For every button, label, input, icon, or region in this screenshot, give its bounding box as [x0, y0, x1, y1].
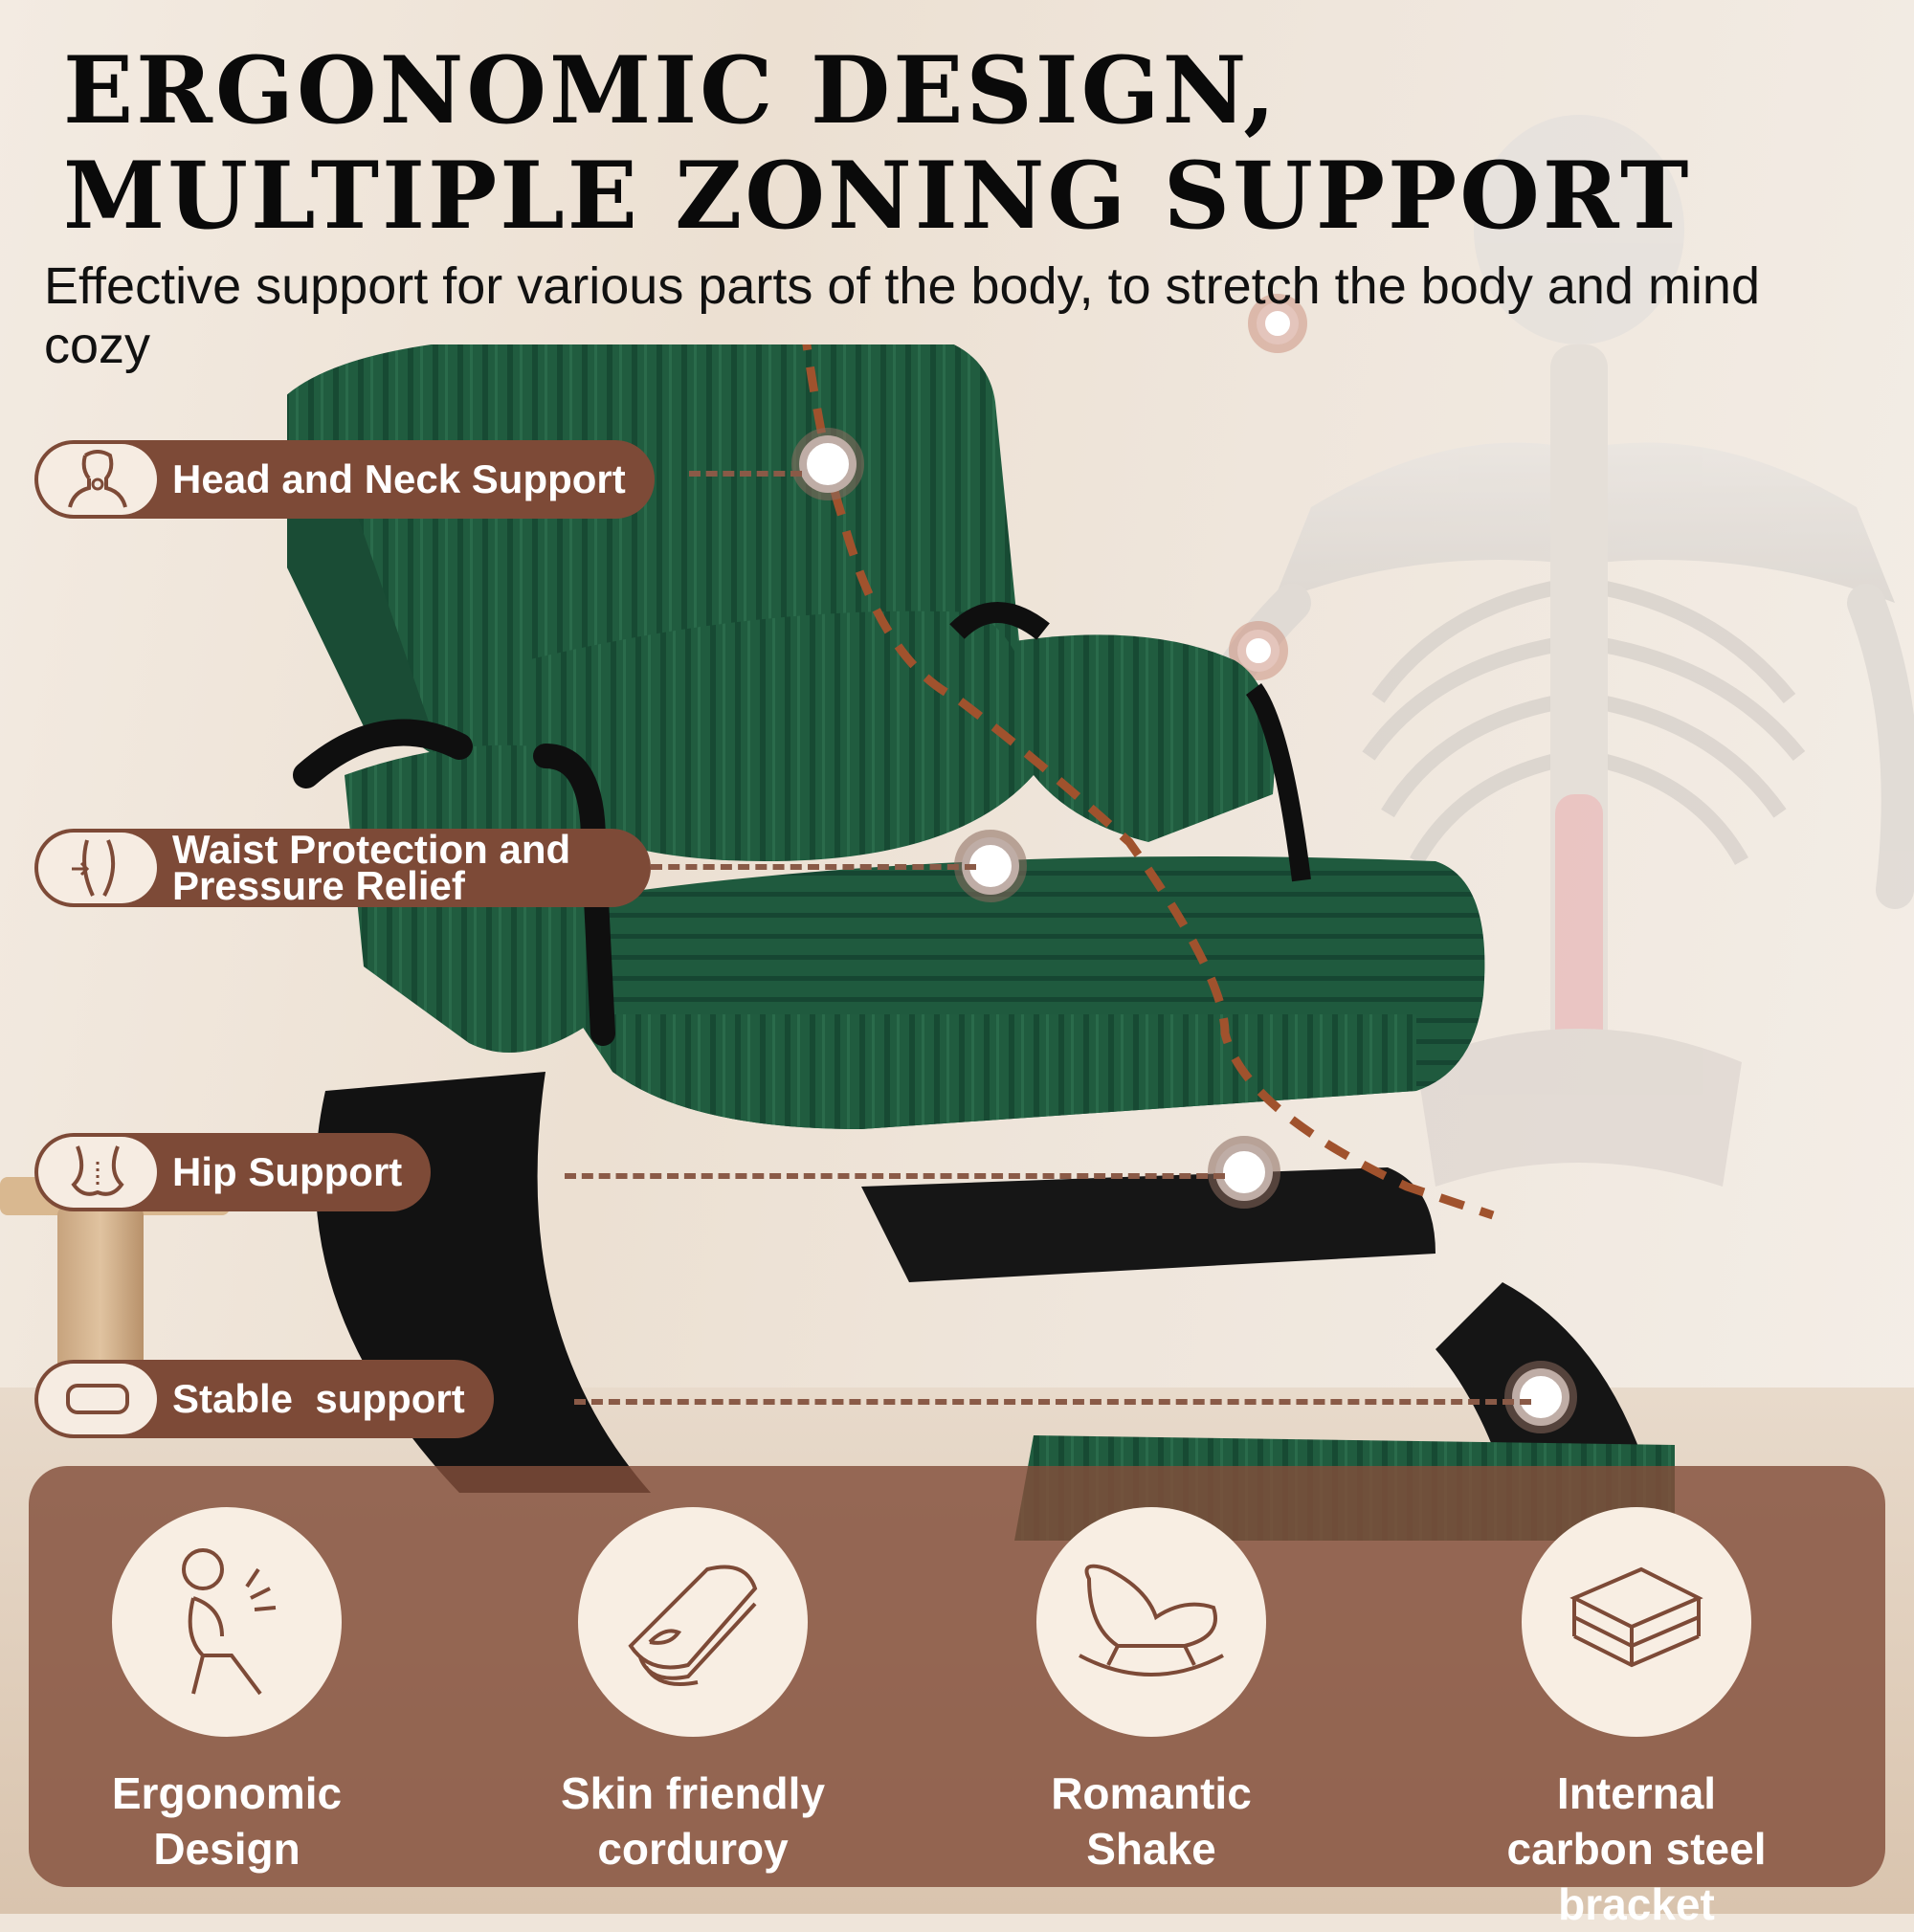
- page-subtitle: Effective support for various parts of t…: [44, 257, 1760, 374]
- support-label-head-neck: Head and Neck Support: [34, 440, 655, 519]
- feature-label: Romantic Shake: [1051, 1768, 1252, 1874]
- leader-line: [565, 1173, 1225, 1179]
- support-label-stable: Stable support: [34, 1360, 494, 1438]
- skeleton-illustration: [1148, 115, 1914, 1187]
- hip-icon: [38, 1137, 157, 1208]
- support-label-text: Head and Neck Support: [172, 456, 626, 501]
- feature-corduroy: Skin friendly corduroy: [535, 1507, 851, 1876]
- leader-line: [689, 471, 802, 477]
- leader-line: [574, 1399, 1531, 1405]
- steel-frame-icon: [1522, 1507, 1751, 1737]
- leader-line: [651, 864, 976, 870]
- support-label-hip: Hip Support: [34, 1133, 432, 1211]
- head-neck-icon: [38, 444, 157, 515]
- ergonomic-person-icon: [112, 1507, 342, 1737]
- waist-icon: [38, 833, 157, 903]
- feature-ergonomic-design: Ergonomic Design: [69, 1507, 385, 1876]
- feature-romantic-shake: Romantic Shake: [993, 1507, 1309, 1876]
- feature-steel-bracket: Internal carbon steel bracket: [1479, 1507, 1794, 1932]
- feature-label: Skin friendly corduroy: [560, 1768, 826, 1874]
- support-label-waist: Waist Protection and Pressure Relief: [34, 829, 651, 907]
- spine-path: [802, 344, 1495, 1220]
- rocking-chair-image: [287, 344, 1675, 1541]
- folded-fabric-icon: [578, 1507, 808, 1737]
- stable-base-icon: [38, 1364, 157, 1434]
- feature-label: Ergonomic Design: [111, 1768, 343, 1874]
- rocking-chair-icon: [1036, 1507, 1266, 1737]
- side-table-leg: [57, 1206, 144, 1378]
- support-label-text: Waist Protection and Pressure Relief: [172, 827, 571, 908]
- support-label-text: Hip Support: [172, 1149, 403, 1194]
- support-label-text: Stable support: [172, 1376, 465, 1421]
- feature-label: Internal carbon steel bracket: [1506, 1768, 1767, 1929]
- page-title: ERGONOMIC DESIGN, MULTIPLE ZONING SUPPOR…: [63, 36, 1692, 250]
